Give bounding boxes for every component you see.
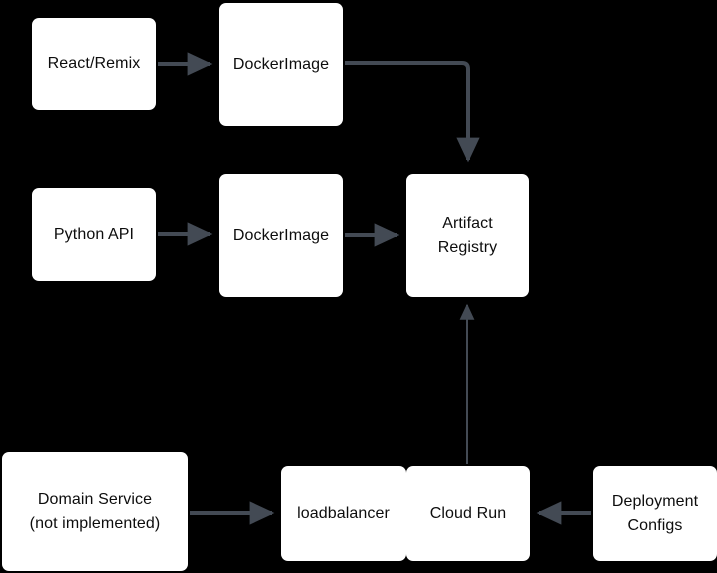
node-react-remix[interactable]: React/Remix — [32, 18, 156, 110]
node-label: Python API — [53, 225, 135, 243]
node-domain-service[interactable]: Domain Service (not implemented) — [2, 452, 188, 571]
node-label: DockerImage — [232, 55, 330, 73]
node-label: loadbalancer — [297, 504, 390, 522]
edge-docker-web-to-registry — [345, 61, 480, 163]
node-deployment-configs[interactable]: Deployment Configs — [593, 466, 717, 561]
node-loadbalancer[interactable]: loadbalancer — [281, 466, 406, 561]
node-docker-image-web[interactable]: DockerImage — [219, 3, 343, 126]
node-label: Domain Service (not implemented) — [29, 491, 161, 532]
node-label: Deployment Configs — [611, 493, 699, 534]
node-label: DockerImage — [232, 226, 330, 244]
node-python-api[interactable]: Python API — [32, 188, 156, 281]
node-artifact-registry[interactable]: Artifact Registry — [406, 174, 529, 297]
node-docker-image-api[interactable]: DockerImage — [219, 174, 343, 297]
node-label: Artifact Registry — [437, 215, 498, 256]
node-label: Cloud Run — [429, 504, 507, 522]
node-label: React/Remix — [47, 55, 141, 73]
node-cloud-run[interactable]: Cloud Run — [406, 466, 530, 561]
